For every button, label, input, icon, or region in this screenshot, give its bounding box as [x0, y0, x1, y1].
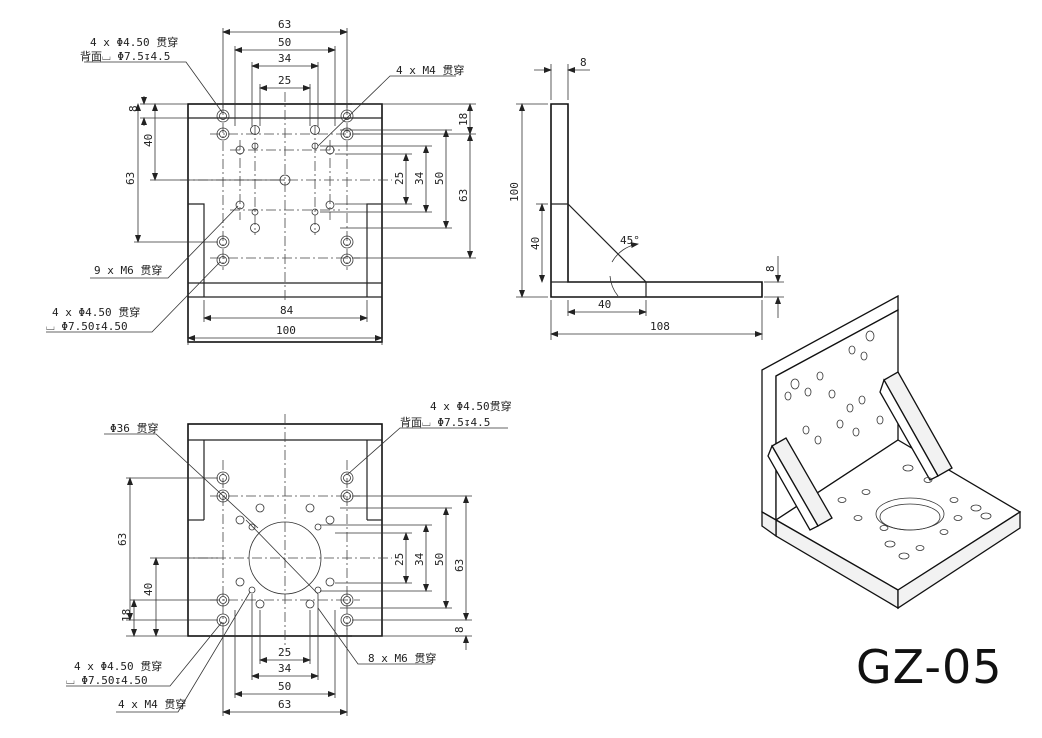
dim-63-top: 63: [278, 18, 291, 31]
dim-34-right: 34: [413, 171, 426, 185]
note-counterbore-bottom: 4 x Φ4.50 贯穿: [52, 305, 140, 319]
side-dim-40-bottom: 40: [598, 298, 611, 311]
dim-34-top: 34: [278, 52, 292, 65]
bottom-view: 63 40 18 25 34 50 63 8 25: [66, 399, 512, 716]
dim-50-right: 50: [433, 172, 446, 185]
bottom-dim-40-left: 40: [142, 583, 155, 596]
bottom-dim-8-right: 8: [453, 626, 466, 633]
dim-18-right: 18: [457, 113, 470, 126]
dim-63-right: 63: [457, 189, 470, 202]
dim-40-left: 40: [142, 134, 155, 147]
bottom-dim-34-bottom: 34: [278, 662, 292, 675]
counterbore-hole: [216, 109, 354, 267]
isometric-view: [761, 294, 1022, 610]
bottom-tapped-holes: [235, 503, 335, 609]
side-dim-100: 100: [508, 182, 521, 202]
dim-8-left: 8: [127, 105, 140, 112]
note-m4: 4 x M4 贯穿: [396, 63, 464, 77]
dim-100: 100: [276, 324, 296, 337]
bottom-dim-25-bottom: 25: [278, 646, 291, 659]
bottom-dim-63-left: 63: [116, 533, 129, 546]
bottom-note-counterbore-bottom-back: ⌴ Φ7.50↧4.50: [66, 674, 148, 687]
side-dim-8-right: 8: [764, 265, 777, 272]
bottom-note-m4: 4 x M4 贯穿: [118, 697, 186, 711]
note-counterbore-bottom-back: ⌴ Φ7.50↧4.50: [46, 320, 128, 333]
bottom-note-counterbore-bottom: 4 x Φ4.50 贯穿: [74, 659, 162, 673]
bottom-note-counterbore-top: 4 x Φ4.50贯穿: [430, 399, 512, 413]
dim-25-top: 25: [278, 74, 291, 87]
side-view: 8 100 40 45° 40 8 108: [508, 56, 784, 340]
dim-84: 84: [280, 304, 294, 317]
note-m6: 9 x M6 贯穿: [94, 263, 162, 277]
dim-25-right: 25: [393, 172, 406, 185]
model-title: GZ-05: [856, 640, 1003, 694]
side-dim-45deg: 45°: [620, 234, 640, 247]
side-profile: [550, 103, 763, 298]
bottom-note-counterbore-top-back: 背面⌴ Φ7.5↧4.5: [400, 415, 490, 429]
bottom-dim-18-left: 18: [120, 609, 133, 622]
dim-50-top: 50: [278, 36, 291, 49]
bottom-dim-50-bottom: 50: [278, 680, 291, 693]
tapped-holes: [235, 125, 335, 233]
bottom-dim-34-right: 34: [413, 552, 426, 566]
bottom-dim-50-right: 50: [433, 553, 446, 566]
note-bore-36: Φ36 贯穿: [110, 421, 159, 435]
front-plate-outline: [187, 103, 383, 343]
bottom-dim-63-bottom: 63: [278, 698, 291, 711]
bottom-note-m6: 8 x M6 贯穿: [368, 651, 436, 665]
front-view: 63 50 34 25 84 100 8 40 63: [46, 18, 476, 345]
side-dim-108: 108: [650, 320, 670, 333]
center-bore: [248, 521, 322, 595]
side-dim-8-top: 8: [580, 56, 587, 69]
note-counterbore-top-back: 背面⌴ Φ7.5↧4.5: [80, 49, 170, 63]
bottom-dim-25-right: 25: [393, 553, 406, 566]
dim-63-left: 63: [124, 172, 137, 185]
bottom-dim-63-right: 63: [453, 559, 466, 572]
note-counterbore-top: 4 x Φ4.50 贯穿: [90, 35, 178, 49]
side-dim-40: 40: [529, 237, 542, 250]
